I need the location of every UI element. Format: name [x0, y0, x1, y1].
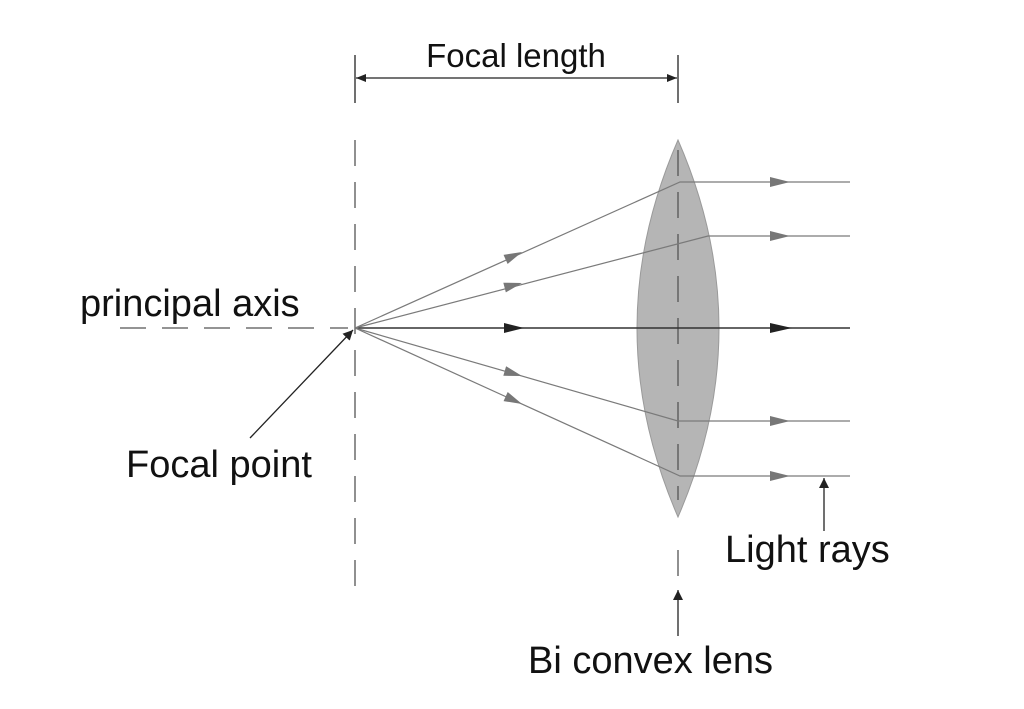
ray-arrowhead: [503, 282, 522, 293]
focal-length-label: Focal length: [426, 37, 606, 74]
ray-upper: [354, 235, 850, 329]
light-rays: [354, 181, 850, 477]
ray-arrowheads: [503, 177, 792, 481]
principal-axis-label: principal axis: [80, 283, 300, 325]
ray-arrowhead: [503, 252, 522, 264]
light-rays-label: Light rays: [725, 529, 890, 571]
focal-point-leader: [249, 329, 354, 439]
lens-label: Bi convex lens: [528, 640, 773, 682]
ray-arrowhead: [770, 471, 790, 481]
ray-arrowhead: [503, 366, 522, 376]
ray-lower: [354, 327, 850, 422]
ray-arrowhead: [503, 391, 522, 404]
ray-arrowhead: [770, 231, 790, 241]
ray-top: [354, 181, 850, 329]
ray-arrowhead: [770, 323, 792, 333]
focal-point-label: Focal point: [126, 444, 312, 486]
ray-arrowhead: [504, 323, 524, 333]
ray-arrowhead: [770, 416, 790, 426]
ray-bottom: [354, 327, 850, 477]
ray-arrowhead: [770, 177, 790, 187]
